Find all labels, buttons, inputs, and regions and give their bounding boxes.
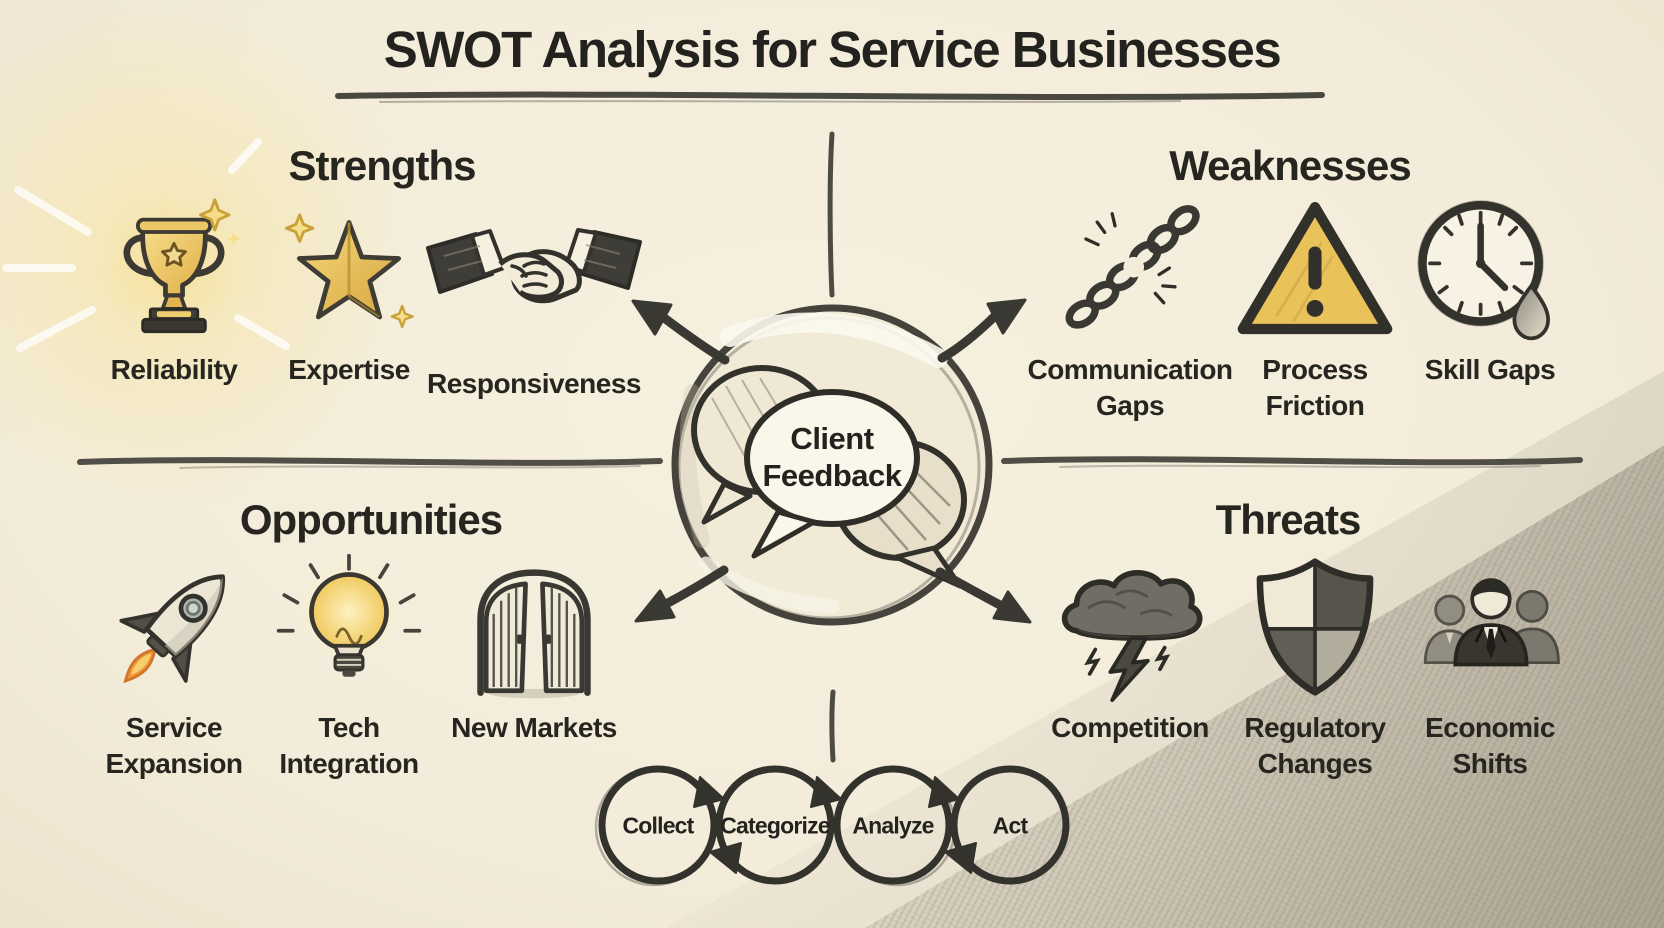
item-skill-gaps: Skill Gaps [1365,192,1615,388]
quadrant-title-strengths: Strengths [288,142,476,189]
center-hub-label: Client Feedback [762,421,902,493]
storm-cloud-icon [1061,570,1203,702]
arrow-down-left [634,565,729,623]
item-label: Responsiveness [427,368,642,399]
quadrant-title-weaknesses: Weaknesses [1169,142,1411,189]
page-title: SWOT Analysis for Service Businesses [383,21,1282,78]
arrow-up-left [631,299,730,365]
cycle-ring-analyze [833,765,953,885]
item-label: Skill Gaps [1424,354,1556,385]
warning-triangle-icon [1237,201,1393,335]
center-hub [671,304,993,626]
item-label: Expertise [288,354,410,385]
item-new-markets: New Markets [409,550,659,746]
item-responsiveness: Responsiveness [409,192,659,402]
cycle-step-act: Act [992,812,1028,839]
handshake-icon [426,228,642,304]
cycle-ring-collect [598,765,718,885]
cycle-arrowhead-back-1 [709,842,742,874]
item-economic-shifts: Economic Shifts [1365,550,1615,782]
business-people-icon [1423,578,1560,667]
cycle-step-analyze: Analyze [852,812,934,839]
item-label: Economic Shifts [1425,712,1555,779]
divider-horizontal-right [1001,456,1583,466]
cycle-rings [594,765,1070,887]
quadrant-title-opportunities: Opportunities [239,496,503,543]
item-label: Communication Gaps [1027,354,1233,421]
item-label: Service Expansion [105,712,243,779]
divider-vertical-bottom [829,689,836,763]
arrow-down-right [935,567,1032,624]
shield-icon [1256,558,1374,696]
cycle-arrowhead-back-2 [944,842,977,874]
item-communication-gaps: Communication Gaps [1005,192,1255,424]
cycle-ring-categorize [715,765,835,885]
cycle-arrowhead-1 [693,776,725,808]
item-label: Competition [1051,712,1209,743]
open-doors-icon [477,569,591,699]
item-regulatory-changes: Regulatory Changes [1190,550,1440,782]
arrow-up-right [937,298,1027,363]
cycle-step-categorize: Categorize [720,812,830,839]
divider-horizontal-left [77,457,663,466]
item-label: Regulatory Changes [1244,712,1386,779]
star-icon [284,213,414,329]
item-label: Process Friction [1262,354,1368,421]
item-label: Tech Integration [279,712,419,779]
item-service-expansion: Service Expansion [49,550,299,782]
hub-arrows [631,298,1032,624]
person-front-center [1453,578,1529,667]
cycle-arrowhead-2 [810,776,842,808]
clock-drop-icon [1417,200,1551,341]
broken-chain-icon [1065,205,1200,329]
speech-bubble-center [744,389,920,559]
cycle-step-collect: Collect [622,812,694,839]
item-label: New Markets [451,712,617,743]
divider-vertical-top [827,131,835,298]
item-label: Reliability [110,354,238,385]
lightbulb-icon [276,553,422,677]
item-process-friction: Process Friction [1190,192,1440,424]
item-tech-integration: Tech Integration [224,550,474,782]
title-underline [335,91,1325,103]
cycle-ring-act [950,765,1070,885]
item-competition: Competition [1005,550,1255,746]
cycle-arrowhead-3 [928,776,960,808]
quadrant-title-threats: Threats [1215,496,1362,543]
rocket-icon [119,574,225,684]
